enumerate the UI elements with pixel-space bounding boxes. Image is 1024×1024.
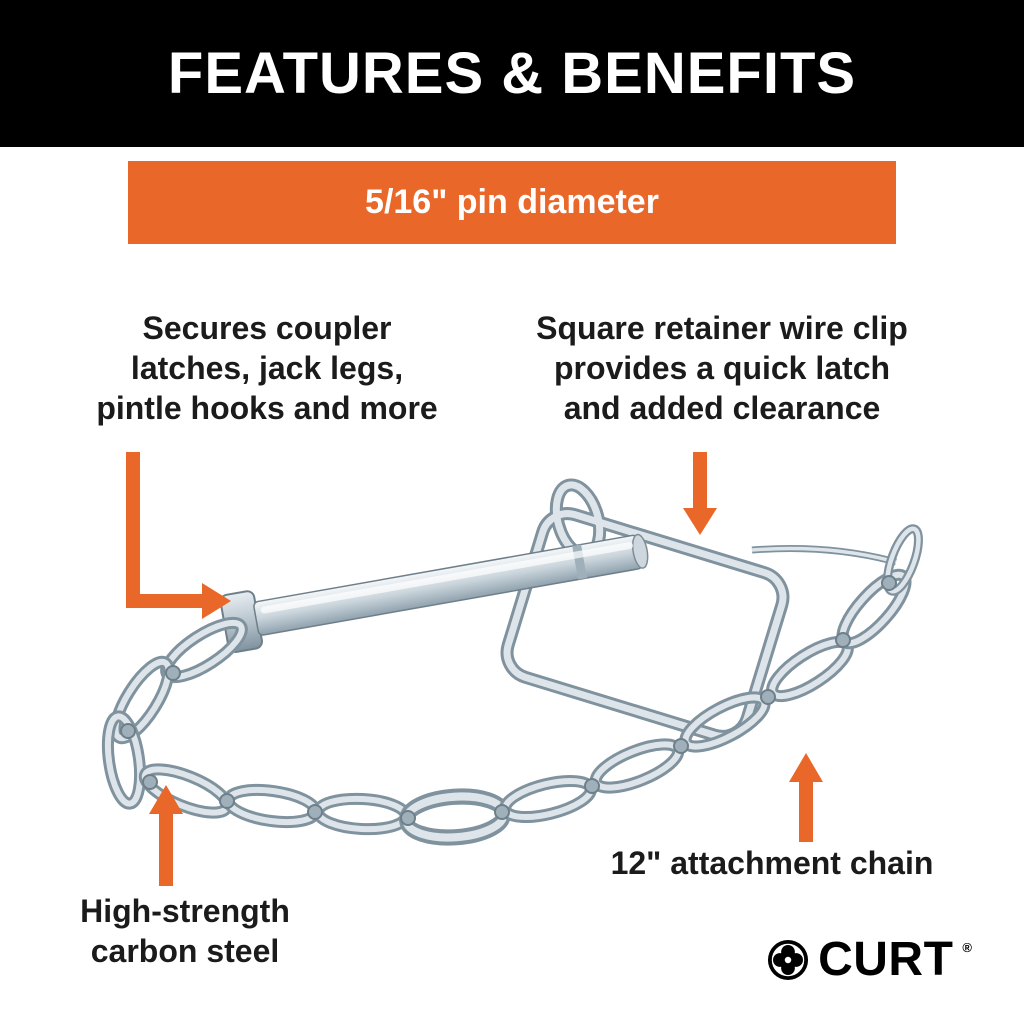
callout-clip-label: Square retainer wire clip provides a qui…: [536, 310, 908, 426]
header-banner: FEATURES & BENEFITS: [0, 0, 1024, 147]
curt-emblem-icon: [768, 939, 809, 981]
callout-coupler-label: Secures coupler latches, jack legs, pint…: [96, 310, 438, 426]
arrow-chain: [789, 753, 823, 842]
callout-steel-label: High-strength carbon steel: [80, 893, 290, 969]
callout-arrows: [126, 452, 823, 886]
arrow-clip: [683, 452, 717, 535]
brand-logo: CURT ®: [767, 936, 972, 984]
pin-icon: [219, 533, 649, 654]
callout-chain-label: 12" attachment chain: [610, 845, 934, 881]
registered-mark: ®: [962, 940, 972, 955]
spec-banner: 5/16" pin diameter: [128, 161, 896, 244]
pin-shaft: [253, 534, 644, 636]
chain-icon: [103, 525, 925, 840]
spec-banner-text: 5/16" pin diameter: [365, 183, 659, 221]
arrow-steel: [149, 785, 183, 886]
arrow-coupler: [126, 452, 231, 619]
page-title: FEATURES & BENEFITS: [167, 41, 857, 106]
curt-wordmark: CURT: [818, 933, 954, 986]
